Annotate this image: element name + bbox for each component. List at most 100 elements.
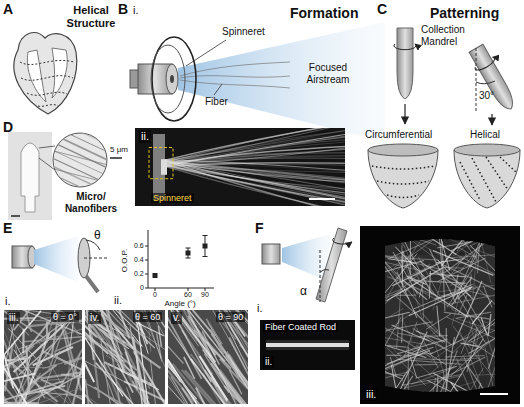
art-part [422, 272, 424, 319]
art-part [20, 60, 74, 64]
art-part [456, 358, 484, 404]
art-part [201, 345, 248, 404]
subpanel-number: i. [257, 302, 263, 315]
angle-label: 30° [479, 90, 494, 102]
art-part [454, 144, 520, 156]
art-part [480, 314, 493, 356]
art-part [468, 304, 520, 342]
panel-caption: θ = 60 [133, 312, 162, 322]
art-part [125, 348, 133, 373]
art-part [155, 288, 156, 291]
art-part [48, 164, 112, 194]
art-part [394, 370, 408, 391]
art-part [457, 283, 489, 336]
sem-image: v.θ = 90 [168, 310, 248, 404]
art-part [372, 166, 434, 169]
art-part [430, 337, 469, 354]
oop-chart [145, 230, 214, 291]
art-part [67, 361, 70, 396]
art-part [443, 371, 445, 404]
art-part [414, 284, 473, 309]
art-part [168, 310, 211, 382]
art-part [466, 43, 520, 115]
art-part [128, 324, 165, 373]
art-part [214, 310, 248, 343]
art-part [8, 132, 52, 220]
image-texture [4, 310, 82, 404]
art-part [390, 357, 396, 376]
art-part [372, 249, 409, 300]
art-part [203, 235, 208, 236]
sem-image: iv.θ = 60 [85, 310, 165, 404]
art-part [377, 181, 429, 184]
art-part [124, 381, 165, 402]
art-part [266, 340, 349, 350]
angle-symbol: α [300, 285, 307, 299]
panel-letter: A [3, 1, 13, 17]
section-title: Formation [290, 5, 358, 21]
art-part [452, 294, 460, 325]
art-part [104, 363, 125, 404]
art-part [260, 320, 355, 370]
art-part [428, 231, 495, 257]
subpanel-number: i. [133, 4, 139, 17]
art-part [470, 226, 491, 267]
art-part [466, 338, 496, 362]
panel-caption: θ = 90 [216, 312, 245, 322]
art-part [165, 128, 345, 163]
pattern-label: Helical [470, 129, 500, 141]
art-part [460, 226, 506, 272]
art-part [316, 228, 347, 302]
art-part [148, 230, 214, 288]
art-part [378, 345, 406, 347]
art-part [452, 252, 500, 277]
panel-number: ii. [263, 356, 274, 368]
tick-label: 0.2 [134, 270, 144, 278]
image-texture [168, 310, 248, 404]
art-part [4, 310, 23, 379]
art-part [151, 45, 185, 113]
part-label: Fiber [205, 96, 228, 108]
mandrel-illustration [394, 28, 521, 125]
sem-image: iii.θ = 0° [4, 310, 82, 404]
art-part [14, 377, 40, 404]
tick-label: 60 [184, 291, 192, 299]
art-part [474, 374, 496, 376]
art-part [205, 370, 217, 387]
heart-illustration [14, 33, 77, 114]
art-part [444, 312, 491, 319]
art-part [394, 44, 416, 50]
art-part [85, 375, 128, 404]
art-part [333, 238, 352, 244]
art-part [448, 254, 467, 279]
art-part [168, 355, 194, 402]
art-part [392, 325, 429, 341]
art-part [23, 336, 82, 342]
part-label: Micro/ Nanofibers [60, 191, 122, 214]
panel-caption: Spinneret [151, 193, 194, 203]
art-part [486, 157, 508, 190]
art-part [414, 359, 472, 361]
art-part [186, 248, 191, 249]
art-part [94, 354, 99, 398]
art-part [110, 157, 122, 159]
art-part [392, 261, 444, 286]
art-part [41, 380, 82, 404]
spinneret-illustration [130, 22, 385, 142]
art-part [133, 337, 147, 404]
art-part [282, 234, 330, 282]
art-part [4, 310, 29, 335]
art-part [368, 144, 438, 156]
art-part [34, 236, 78, 282]
art-part [478, 364, 496, 404]
art-part [96, 363, 144, 404]
panel-letter: B [118, 1, 128, 17]
art-part [203, 244, 208, 249]
art-part [214, 84, 222, 95]
art-part [411, 367, 455, 384]
art-part [432, 378, 436, 398]
art-part [386, 322, 433, 331]
section-title: Patterning [430, 5, 499, 21]
art-part [418, 257, 440, 298]
art-part [453, 226, 498, 256]
